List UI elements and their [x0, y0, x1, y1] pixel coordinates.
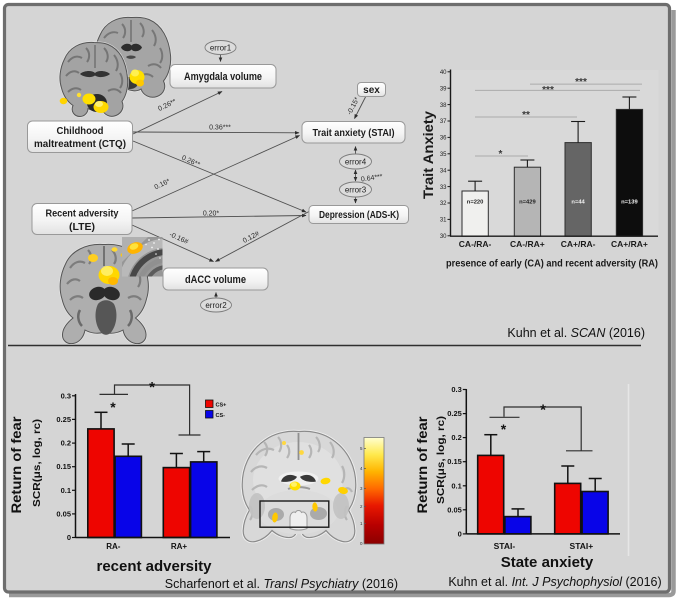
- svg-text:3: 3: [360, 486, 363, 491]
- svg-text:Kuhn et al. SCAN (2016): Kuhn et al. SCAN (2016): [507, 326, 645, 340]
- svg-text:37: 37: [440, 119, 447, 125]
- svg-text:4: 4: [360, 466, 363, 471]
- svg-text:Trait anxiety (STAI): Trait anxiety (STAI): [313, 127, 395, 139]
- svg-text:error1: error1: [210, 44, 232, 53]
- svg-text:Amygdala volume: Amygdala volume: [184, 71, 262, 83]
- svg-text:Trait Anxiety: Trait Anxiety: [421, 110, 436, 199]
- svg-text:0.25: 0.25: [447, 409, 462, 418]
- svg-text:error4: error4: [345, 158, 367, 167]
- svg-text:RA-: RA-: [106, 542, 121, 551]
- svg-text:RA+: RA+: [171, 542, 188, 551]
- svg-text:0.15: 0.15: [447, 457, 462, 466]
- svg-text:*: *: [501, 421, 507, 437]
- svg-text:31: 31: [440, 218, 447, 224]
- svg-text:n=139: n=139: [621, 200, 638, 206]
- svg-text:0.3: 0.3: [451, 385, 461, 394]
- svg-text:(LTE): (LTE): [69, 221, 95, 233]
- svg-text:0.1: 0.1: [451, 481, 461, 490]
- svg-text:0: 0: [458, 529, 462, 538]
- svg-text:n=220: n=220: [467, 200, 484, 206]
- svg-text:recent adversity: recent adversity: [97, 558, 213, 575]
- svg-text:*: *: [149, 379, 155, 396]
- svg-text:**: **: [522, 110, 530, 121]
- svg-text:*: *: [110, 399, 116, 415]
- svg-text:CA+/RA-: CA+/RA-: [561, 239, 596, 249]
- svg-text:40: 40: [440, 70, 447, 76]
- svg-text:error2: error2: [205, 301, 227, 310]
- svg-text:Depression (ADS-K): Depression (ADS-K): [319, 210, 399, 221]
- svg-text:0.2: 0.2: [451, 433, 461, 442]
- svg-text:STAI+: STAI+: [570, 541, 594, 551]
- svg-text:dACC volume: dACC volume: [185, 274, 246, 286]
- svg-text:*: *: [499, 149, 503, 160]
- svg-text:0.36***: 0.36***: [209, 125, 231, 132]
- svg-text:0.2: 0.2: [61, 439, 71, 448]
- svg-text:maltreatment (CTQ): maltreatment (CTQ): [34, 138, 126, 150]
- svg-text:Kuhn et al. Int. J Psychophysi: Kuhn et al. Int. J Psychophysiol (2016): [448, 575, 661, 589]
- svg-text:Childhood: Childhood: [57, 125, 104, 137]
- svg-text:CA-/RA+: CA-/RA+: [510, 239, 545, 249]
- svg-text:0: 0: [360, 541, 363, 546]
- svg-text:***: ***: [542, 85, 554, 96]
- svg-text:34: 34: [440, 168, 447, 174]
- svg-text:38: 38: [440, 103, 447, 109]
- svg-text:CS+: CS+: [216, 403, 227, 409]
- svg-text:39: 39: [440, 86, 447, 92]
- svg-text:CA-/RA-: CA-/RA-: [459, 239, 492, 249]
- svg-text:n=429: n=429: [519, 200, 536, 206]
- svg-text:0.3: 0.3: [61, 391, 71, 400]
- svg-text:error3: error3: [345, 186, 367, 195]
- svg-text:Return of fear: Return of fear: [9, 416, 24, 514]
- svg-text:0.05: 0.05: [56, 509, 71, 518]
- svg-text:n=44: n=44: [571, 200, 585, 206]
- svg-text:0.64***: 0.64***: [361, 173, 384, 183]
- svg-text:0.20*: 0.20*: [203, 211, 220, 218]
- svg-text:CS-: CS-: [216, 413, 226, 419]
- svg-text:Recent adversity: Recent adversity: [46, 208, 119, 220]
- svg-text:0.1: 0.1: [61, 486, 71, 495]
- svg-text:presence of early (CA) and rec: presence of early (CA) and recent advers…: [446, 258, 658, 270]
- svg-text:33: 33: [440, 185, 447, 191]
- svg-text:SCR(μs, log, rc): SCR(μs, log, rc): [436, 416, 447, 504]
- svg-text:1: 1: [360, 521, 363, 526]
- svg-text:STAI-: STAI-: [494, 541, 516, 551]
- svg-text:CA+/RA+: CA+/RA+: [611, 239, 648, 249]
- svg-text:sex: sex: [363, 85, 380, 96]
- svg-text:Scharfenort et al. Transl Psyc: Scharfenort et al. Transl Psychiatry (20…: [165, 577, 398, 591]
- svg-text:State anxiety: State anxiety: [501, 554, 594, 571]
- svg-text:***: ***: [575, 77, 587, 88]
- svg-text:SCR(μs, log, rc): SCR(μs, log, rc): [32, 419, 43, 507]
- svg-text:35: 35: [440, 152, 447, 158]
- svg-text:5: 5: [360, 446, 363, 451]
- svg-text:30: 30: [440, 234, 447, 240]
- svg-text:Return of fear: Return of fear: [415, 416, 430, 514]
- svg-text:36: 36: [440, 136, 447, 142]
- svg-text:0: 0: [67, 533, 71, 542]
- svg-text:32: 32: [440, 201, 447, 207]
- svg-text:0.15: 0.15: [56, 462, 71, 471]
- svg-text:0.05: 0.05: [447, 505, 462, 514]
- svg-text:*: *: [540, 402, 546, 419]
- svg-text:0.25: 0.25: [56, 415, 71, 424]
- svg-text:2: 2: [360, 504, 363, 509]
